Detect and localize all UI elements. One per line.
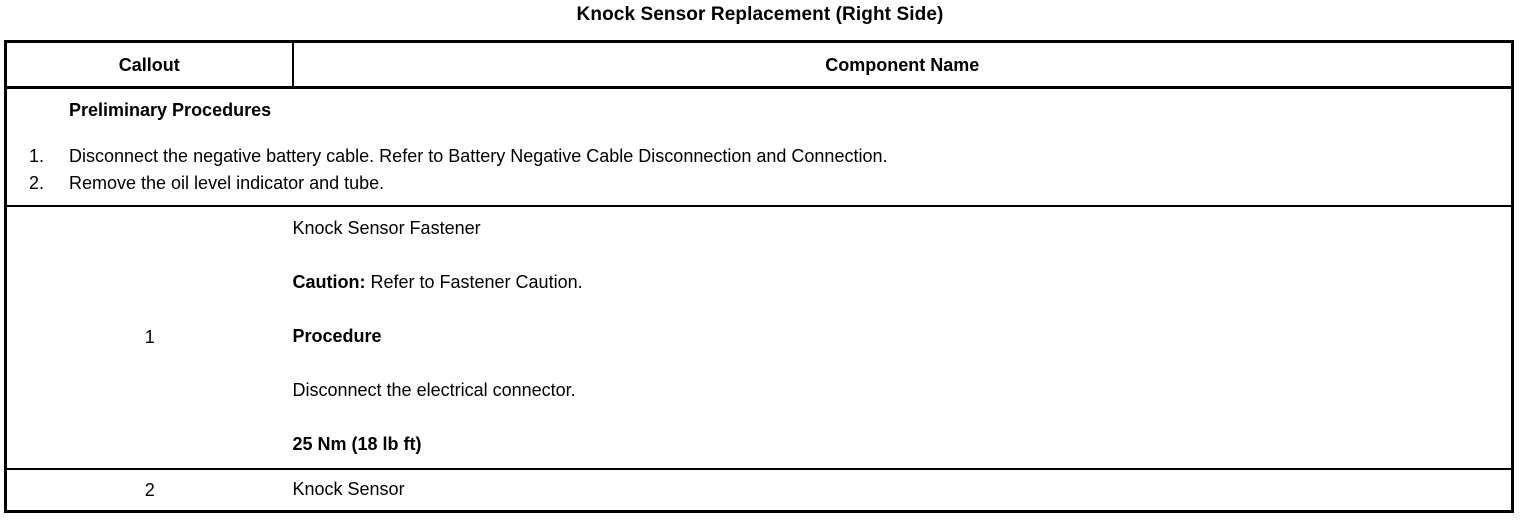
component-details-cell: Knock Sensor Fastener Caution: Refer to … — [292, 206, 1513, 470]
caution-label: Caution: — [292, 272, 366, 292]
preliminary-step-text: Remove the oil level indicator and tube. — [69, 173, 385, 193]
caution-note: Caution: Refer to Fastener Caution. — [293, 269, 1512, 296]
preliminary-steps-list: 1. Disconnect the negative battery cable… — [7, 143, 1511, 197]
procedure-text: Disconnect the electrical connector. — [292, 380, 576, 400]
preliminary-step: 1. Disconnect the negative battery cable… — [7, 143, 1511, 170]
column-header-callout: Callout — [5, 41, 294, 89]
component-details-block: Knock Sensor Fastener Caution: Refer to … — [293, 207, 1512, 468]
table-row: 1 Knock Sensor Fastener Caution: Refer t… — [5, 206, 1513, 470]
caution-text: Refer to Fastener Caution. — [365, 272, 583, 292]
component-name: Knock Sensor Fastener — [292, 218, 481, 238]
preliminary-step: 2. Remove the oil level indicator and tu… — [7, 170, 1511, 197]
preliminary-step-text: Disconnect the negative battery cable. R… — [69, 146, 888, 166]
preliminary-procedures-row: Preliminary Procedures 1. Disconnect the… — [5, 87, 1513, 207]
torque-specification: 25 Nm (18 lb ft) — [292, 434, 422, 454]
preliminary-step-number: 1. — [29, 146, 45, 166]
component-name: Knock Sensor — [292, 479, 405, 499]
component-callout-table: Callout Component Name Preliminary Proce… — [4, 40, 1514, 513]
preliminary-procedures-heading: Preliminary Procedures — [69, 100, 272, 120]
procedure-heading: Procedure — [292, 326, 382, 346]
table-row: 2 Knock Sensor — [6, 469, 1513, 512]
callout-number: 2 — [144, 479, 155, 500]
preliminary-procedures-cell: Preliminary Procedures 1. Disconnect the… — [5, 87, 1513, 207]
callout-number: 1 — [5, 206, 293, 470]
column-header-component-name: Component Name — [292, 41, 1513, 89]
page-title: Knock Sensor Replacement (Right Side) — [576, 4, 944, 25]
preliminary-step-number: 2. — [29, 173, 45, 193]
table-header-row: Callout Component Name — [5, 41, 1513, 89]
component-details-cell: Knock Sensor — [293, 469, 1513, 512]
